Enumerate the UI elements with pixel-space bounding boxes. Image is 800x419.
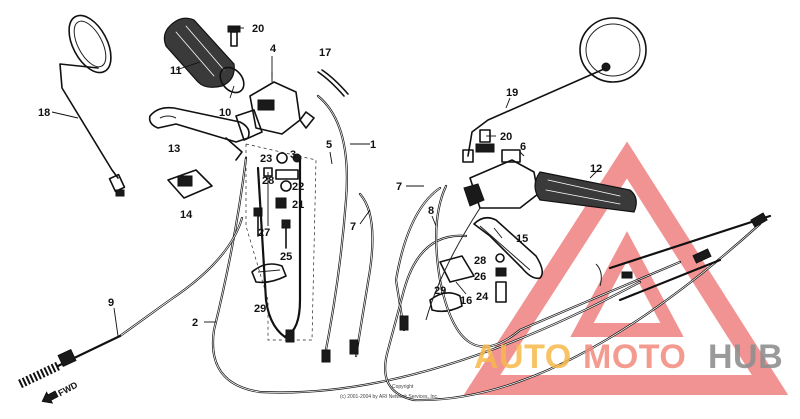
callout-23: 23	[260, 153, 272, 165]
callout-19: 19	[506, 87, 518, 99]
callout-28-right: 28	[474, 255, 486, 267]
callout-9: 9	[108, 297, 114, 309]
band-29-left	[251, 263, 287, 284]
cable-ends	[285, 212, 768, 363]
copyright-notice: Copyright (c) 2001-2004 by ARI Network S…	[340, 384, 438, 400]
watermark-logo: AUTO MOTO HUB	[474, 338, 783, 376]
bracket-14	[167, 169, 213, 199]
callout-20-top: 20	[252, 23, 264, 35]
screw-20-right	[475, 129, 495, 153]
callout-28-left: 28	[262, 175, 274, 187]
watermark-word-auto: AUTO	[474, 338, 572, 376]
copyright-line-1: Copyright	[392, 384, 414, 390]
callout-11: 11	[170, 65, 182, 77]
callout-22: 22	[292, 181, 304, 193]
callout-5: 5	[326, 139, 332, 151]
fwd-label: FWD	[56, 380, 79, 399]
callout-7-lower: 7	[350, 221, 356, 233]
throttle-grip	[534, 171, 637, 213]
callout-3: 3	[290, 149, 296, 161]
small-parts-right	[439, 253, 507, 303]
callout-14: 14	[180, 209, 193, 221]
bolt-27	[253, 207, 263, 237]
brake-lever	[473, 216, 544, 280]
callout-2: 2	[192, 317, 198, 329]
fwd-arrow: FWD	[41, 380, 80, 404]
callout-6: 6	[520, 141, 526, 153]
callout-labels: 20 17 4 11 10 18 19 20 1 5 3 23 13 28 22…	[38, 23, 602, 329]
bolt-25	[281, 219, 291, 249]
band-29-right	[429, 292, 463, 313]
callout-18: 18	[38, 107, 50, 119]
screw-20-top	[227, 25, 241, 47]
copyright-line-2: (c) 2001-2004 by ARI Network Services, I…	[340, 394, 438, 400]
watermark-word-moto: MOTO	[583, 338, 686, 376]
callout-25: 25	[280, 251, 292, 263]
callout-1: 1	[370, 139, 376, 151]
callout-26: 26	[474, 271, 486, 283]
callout-7-upper: 7	[396, 181, 402, 193]
callout-leaders	[51, 27, 601, 337]
left-mirror	[59, 14, 126, 197]
callout-21: 21	[292, 199, 304, 211]
left-grip	[163, 17, 245, 94]
callout-4: 4	[270, 43, 277, 55]
watermark-word-hub: HUB	[708, 338, 783, 376]
callout-27: 27	[258, 227, 270, 239]
clutch-lever	[148, 106, 250, 161]
right-mirror	[462, 17, 647, 163]
parts-group-box	[245, 143, 317, 341]
callout-13: 13	[168, 143, 180, 155]
callout-29-left: 29	[254, 303, 266, 315]
callout-8: 8	[428, 205, 434, 217]
cable-band-17	[317, 69, 349, 97]
callout-29-right: 29	[434, 285, 446, 297]
callout-15: 15	[516, 233, 528, 245]
callout-10: 10	[219, 107, 231, 119]
callout-16: 16	[460, 295, 472, 307]
right-switch-housing	[463, 149, 539, 209]
clutch-cable-end-9	[18, 334, 122, 389]
callout-17: 17	[319, 47, 331, 59]
callout-20-right: 20	[500, 131, 512, 143]
callout-24: 24	[476, 291, 489, 303]
callout-12: 12	[590, 163, 602, 175]
